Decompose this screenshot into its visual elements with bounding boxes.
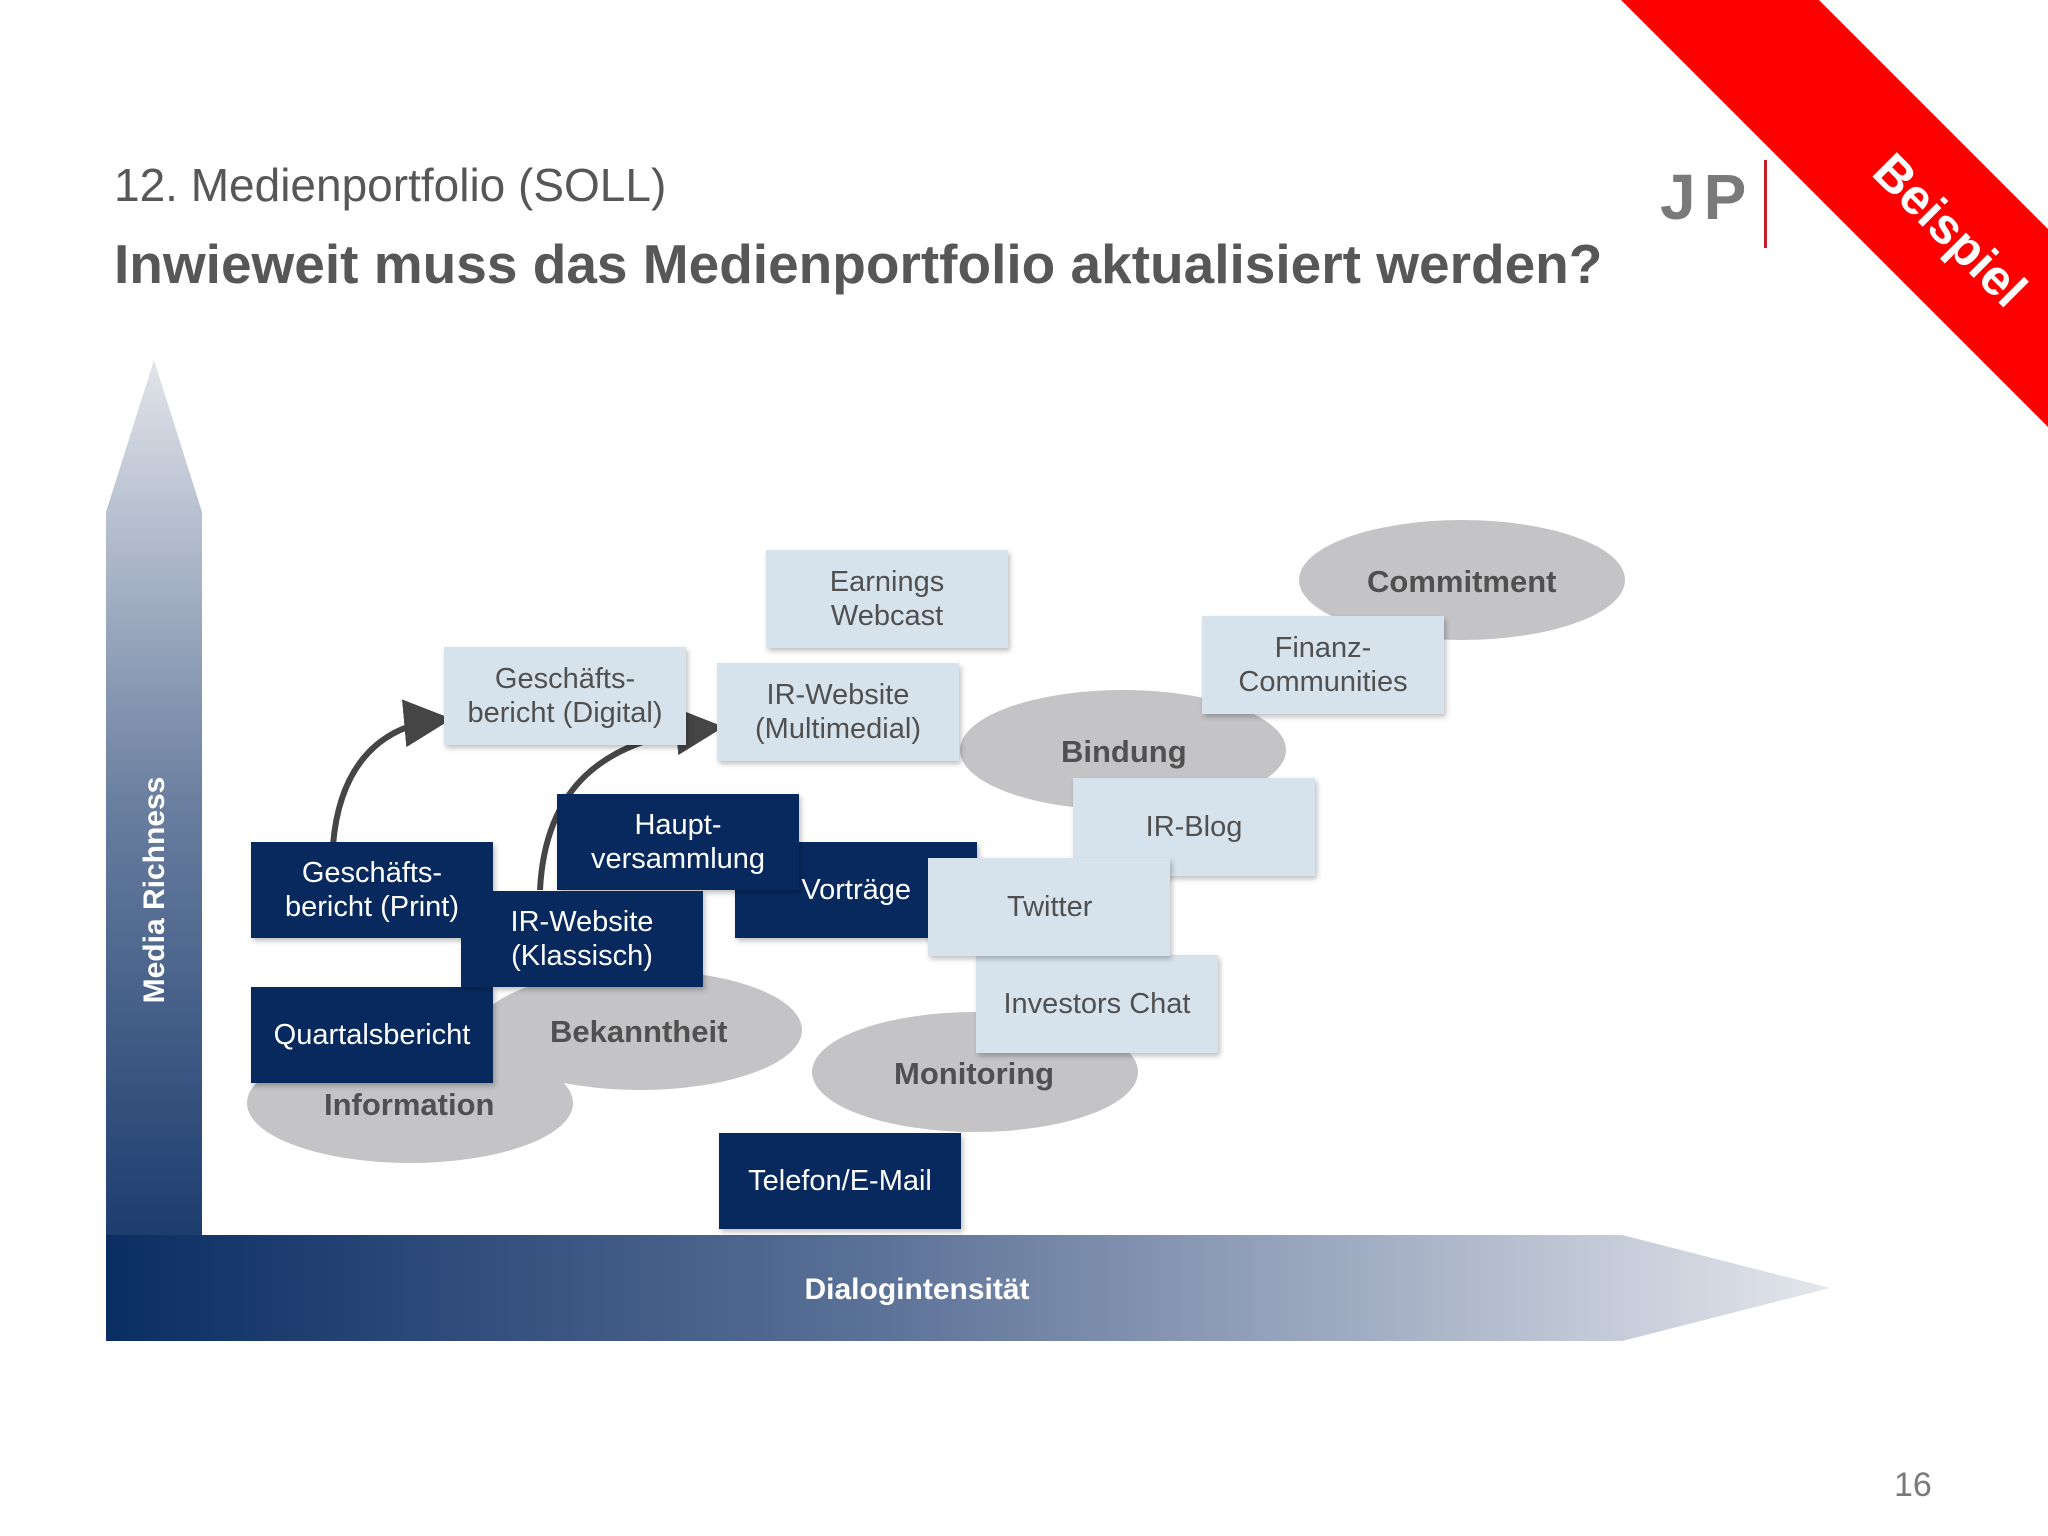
media-twitter: Twitter [928,858,1170,956]
media-ir-website-klassisch-label: IR-Website (Klassisch) [510,905,654,972]
media-geschaeftsbericht-digital: Geschäfts- bericht (Digital) [444,647,686,745]
y-axis-label: Media Richness [138,776,171,1004]
media-earnings-webcast-label: Earnings Webcast [829,565,945,632]
media-ir-website-multimedial: IR-Website (Multimedial) [717,663,959,761]
media-ir-website-klassisch: IR-Website (Klassisch) [461,891,703,987]
media-finanz-communities: Finanz- Communities [1202,616,1444,714]
media-telefon-email: Telefon/E-Mail [719,1133,961,1229]
media-geschaeftsbericht-print-label: Geschäfts- bericht (Print) [284,856,460,923]
media-earnings-webcast: Earnings Webcast [766,550,1008,648]
stage-label-bindung: Bindung [1061,734,1187,769]
slide-title: Inwieweit muss das Medienportfolio aktua… [114,233,1603,295]
x-axis-label: Dialogintensität [804,1273,1030,1306]
ellipse-commitment [1299,520,1625,640]
media-hauptversammlung-label: Haupt- versammlung [590,808,766,875]
media-finanz-communities-label: Finanz- Communities [1238,631,1408,698]
media-geschaeftsbericht-print: Geschäfts- bericht (Print) [251,842,493,938]
arrow-print-to-digital [330,699,452,846]
media-quartalsbericht: Quartalsbericht [251,987,493,1083]
page-number: 16 [1894,1466,1932,1504]
media-ir-website-multimedial-label: IR-Website (Multimedial) [755,678,921,745]
slide-subtitle: 12. Medienportfolio (SOLL) [114,159,667,211]
media-investors-chat: Investors Chat [976,955,1218,1053]
media-geschaeftsbericht-digital-label: Geschäfts- bericht (Digital) [467,662,663,729]
y-axis-arrow [106,360,202,1340]
stage-label-information: Information [324,1087,495,1122]
logo-divider [1764,160,1767,248]
company-logo: JP [1660,161,1755,233]
ellipse-bekanntheit [478,970,802,1090]
stage-label-commitment: Commitment [1367,564,1557,599]
media-vortraege-label: Vorträge [801,873,911,906]
x-axis-arrow [106,1235,1830,1341]
media-hauptversammlung: Haupt- versammlung [557,794,799,890]
stage-label-monitoring: Monitoring [894,1056,1055,1091]
stage-label-bekanntheit: Bekanntheit [550,1014,728,1049]
